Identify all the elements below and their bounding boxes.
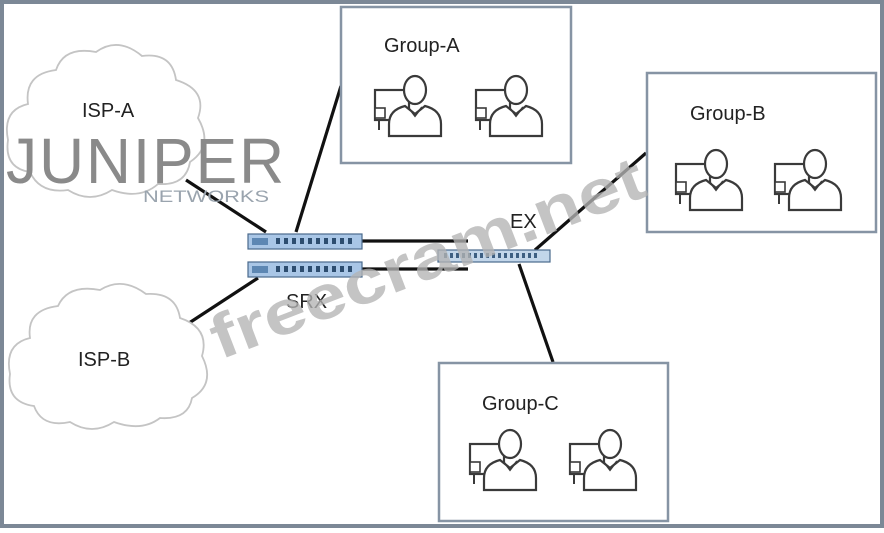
link-ex-group-b	[533, 151, 648, 252]
cloud-icon	[8, 283, 209, 430]
group-a-box: Group-A	[339, 5, 573, 165]
juniper-logo-subtitle: NETWORKS	[143, 187, 269, 206]
isp-a-label: ISP-A	[82, 100, 135, 122]
link-isp-a-srx	[185, 178, 267, 234]
link-ex-group-c	[517, 263, 555, 363]
srx-label: SRX	[286, 291, 327, 313]
ex-label: EX	[510, 211, 537, 233]
link-isp-b-srx	[185, 276, 259, 327]
group-b-box: Group-B	[645, 71, 878, 234]
link-srx-group-a	[294, 85, 343, 233]
links	[185, 85, 648, 363]
isp-b-label: ISP-B	[78, 349, 130, 371]
switch-icon	[437, 249, 551, 263]
group-c-label: Group-C	[482, 393, 559, 415]
firewall-icon	[247, 233, 363, 278]
juniper-logo: JUNIPER	[6, 125, 286, 197]
group-a-label: Group-A	[384, 35, 460, 57]
cloud-icon	[6, 44, 206, 198]
group-c-box: Group-C	[437, 361, 670, 523]
group-b-label: Group-B	[690, 103, 766, 125]
